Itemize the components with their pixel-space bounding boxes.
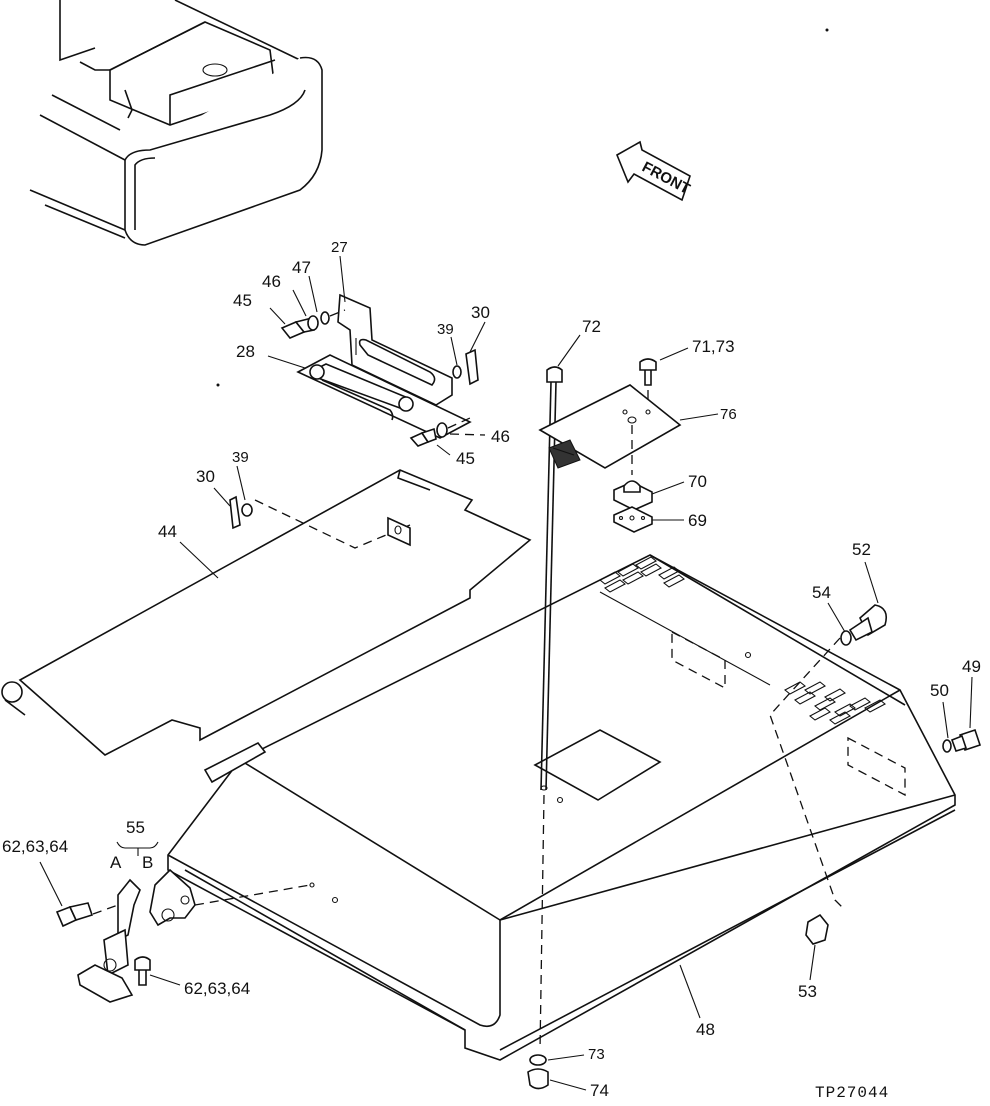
callout-53: 53 — [798, 982, 817, 1001]
nut-53 — [805, 913, 829, 945]
callout-47: 47 — [292, 258, 311, 277]
callout-labels: 27 47 46 45 30 39 28 46 45 72 71,73 76 7… — [2, 239, 981, 1100]
callout-62-63-64-left: 62,63,64 — [2, 837, 68, 856]
figure-reference-code: TP27044 — [815, 1084, 889, 1101]
washer-73 — [529, 1054, 547, 1066]
scan-dot — [216, 383, 220, 387]
callout-52: 52 — [852, 540, 871, 559]
callout-44: 44 — [158, 522, 177, 541]
hood-vents-right — [784, 681, 886, 725]
callout-48: 48 — [696, 1020, 715, 1039]
callout-27: 27 — [331, 239, 348, 256]
handle-bracket-assembly — [296, 293, 472, 439]
callout-71-73: 71,73 — [692, 337, 735, 356]
callout-62-63-64-right: 62,63,64 — [184, 979, 250, 998]
seat-housing — [29, 0, 323, 246]
screw-45-lower — [409, 417, 471, 447]
callout-28: 28 — [236, 342, 255, 361]
front-direction-arrow: FRONT — [615, 140, 693, 202]
callout-45-lower: 45 — [456, 449, 475, 468]
callout-73: 73 — [588, 1046, 605, 1063]
clip-30-washer-39-lower — [229, 495, 253, 530]
screw-45-upper — [280, 309, 346, 339]
callout-69: 69 — [688, 511, 707, 530]
callout-72: 72 — [582, 317, 601, 336]
hood-vents-top — [599, 556, 771, 686]
callout-latch-b: B — [142, 853, 153, 872]
screw-62-63-64-left — [55, 902, 94, 928]
bumper-70 — [613, 480, 653, 511]
washer-54 — [840, 630, 852, 646]
callout-70: 70 — [688, 472, 707, 491]
callout-50: 50 — [930, 681, 949, 700]
plate-44 — [1, 469, 532, 756]
screw-62-63-64-right — [134, 956, 151, 986]
callout-45-upper: 45 — [233, 291, 252, 310]
washer-39-clip-30-upper — [452, 348, 479, 386]
scan-dot — [825, 28, 829, 32]
screw-71-73 — [639, 358, 657, 405]
leader-lines — [39, 255, 973, 1091]
knob-52 — [848, 604, 888, 642]
dashed-line-knob-to-nut — [769, 637, 846, 911]
callout-46-upper: 46 — [262, 272, 281, 291]
callout-49: 49 — [962, 657, 981, 676]
latch-assembly-55 — [77, 841, 315, 1003]
callout-30-upper: 30 — [471, 303, 490, 322]
callout-39-lower: 39 — [232, 449, 249, 466]
callout-55: 55 — [126, 818, 145, 837]
pad-69 — [613, 506, 653, 533]
bolt-49 — [950, 728, 982, 752]
plate-76 — [538, 384, 682, 475]
callout-39-upper: 39 — [437, 321, 454, 338]
callout-30-lower: 30 — [196, 467, 215, 486]
nut-74 — [527, 1068, 549, 1090]
callout-54: 54 — [812, 583, 831, 602]
washer-50 — [942, 739, 952, 753]
callout-latch-a: A — [110, 853, 122, 872]
hood-48 — [167, 554, 956, 1061]
callout-76: 76 — [720, 406, 737, 423]
callout-46-lower: 46 — [491, 427, 510, 446]
callout-74: 74 — [590, 1081, 609, 1100]
